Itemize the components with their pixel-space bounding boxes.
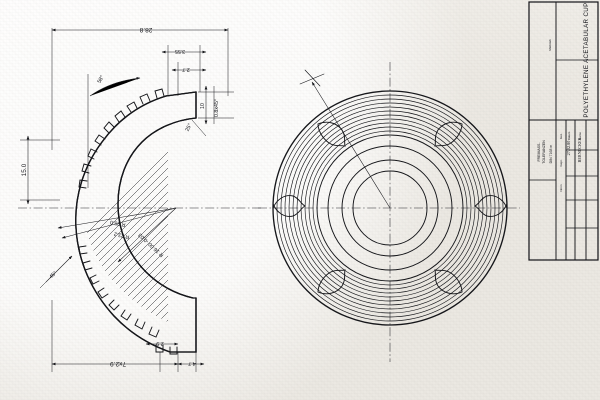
dim-10: 10 [200, 103, 206, 109]
radius-leader [299, 69, 391, 209]
title-block-frame [528, 1, 599, 261]
radius-r25: R 25.0 [110, 219, 126, 228]
dim-rim-height: 10 [198, 85, 234, 125]
angle-25: 25° [185, 119, 207, 137]
row-norm-label: Norm [559, 184, 563, 192]
col-date-label: Datum [567, 131, 571, 140]
radius-r23: R 23.2 [113, 230, 130, 239]
dim-bottom-group: 2.9 7x2.9 4.7 [51, 300, 205, 372]
dim-3-55: 3.55 [175, 48, 185, 54]
col-name-label: Name [578, 132, 582, 140]
row-checked-label: Gepr. [559, 159, 563, 166]
signature-value: BERNECKER [577, 137, 582, 162]
dim-15-0: 15.0 [21, 163, 28, 176]
dim-28-8: 28.8 [139, 26, 152, 33]
row-drawn-label: Gez. [559, 133, 563, 139]
angle-58: 58° [87, 74, 141, 188]
dim-overall-height: 15.0 [20, 135, 60, 205]
front-view-group [258, 62, 520, 362]
scale-label: Maßstab [548, 39, 552, 51]
angle-45: 45° [39, 255, 73, 289]
title-block: POLYETHYLENE ACETABULAR CUP Maßstab FREI… [528, 1, 599, 261]
dim-45-deg: 45° [48, 270, 58, 280]
dim-2-9: 2.9 [156, 340, 163, 346]
section-view-group: 28.8 3.55 2.7 10 0.8x45° [18, 26, 262, 372]
dim-overall-width: 28.8 [51, 26, 229, 150]
note-chamfer: 0.8x45° [213, 86, 220, 124]
dim-chamfer: 0.8x45° [214, 99, 220, 117]
date-value: 27.02.80 [566, 141, 571, 156]
tolerance-standard: DIN 7168 m [549, 145, 553, 164]
dim-7x2-9: 7x2.9 [110, 360, 126, 367]
notch-features [272, 121, 508, 295]
groove-teeth [78, 88, 178, 355]
drawing-title: POLYETHYLENE ACETABULAR CUP [583, 2, 590, 117]
dim-rim-step-b: 2.7 [171, 62, 207, 96]
tolerance-heading-2: TOLERANZEN [542, 140, 546, 164]
dim-25-deg: 25° [185, 123, 194, 133]
dim-2-7: 2.7 [182, 66, 189, 72]
dim-4-7: 4.7 [188, 360, 195, 366]
radius-r16: R 16.00 -0.03 [137, 232, 165, 258]
dim-58-deg: 58° [97, 75, 106, 85]
tolerance-heading-1: FREIMASS- [537, 142, 541, 162]
dim-rim-step-a: 3.55 [161, 45, 207, 96]
